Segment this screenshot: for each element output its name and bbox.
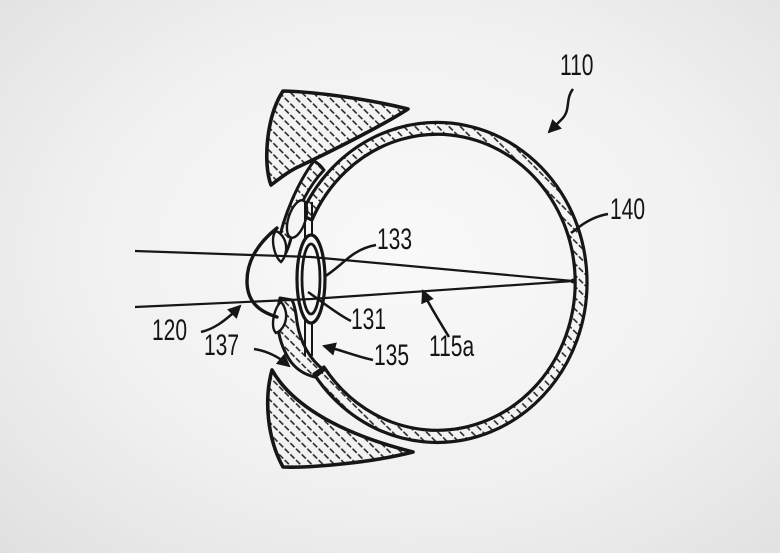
label-137: 137 — [204, 329, 240, 362]
leader-arrow-135 — [322, 342, 374, 362]
upper-eyelid — [264, 89, 410, 187]
iris-lower-petal — [271, 300, 288, 335]
ciliary-body-loop — [285, 199, 309, 239]
label-135: 135 — [374, 339, 410, 372]
leader-arrow-115a — [421, 289, 451, 338]
cornea-arc — [245, 226, 279, 319]
leader-line-133 — [323, 243, 377, 279]
lens-inner-body — [300, 242, 322, 316]
label-115a: 115a — [429, 330, 475, 363]
leader-arrow-137 — [253, 347, 291, 368]
label-120: 120 — [152, 314, 188, 347]
leader-arrow-110 — [547, 88, 575, 134]
light-ray-upper — [134, 249, 574, 283]
retina-focal-point — [570, 278, 576, 284]
label-133: 133 — [377, 223, 413, 256]
leader-line-140 — [570, 212, 609, 234]
leader-arrow-120 — [200, 304, 242, 334]
leader-line-131 — [307, 290, 352, 323]
iris-upper-petal — [271, 229, 288, 264]
label-110: 110 — [560, 49, 594, 82]
label-140: 140 — [610, 193, 646, 226]
light-ray-lower — [134, 279, 574, 309]
label-131: 131 — [351, 303, 387, 336]
lower-eyelid — [265, 368, 415, 469]
